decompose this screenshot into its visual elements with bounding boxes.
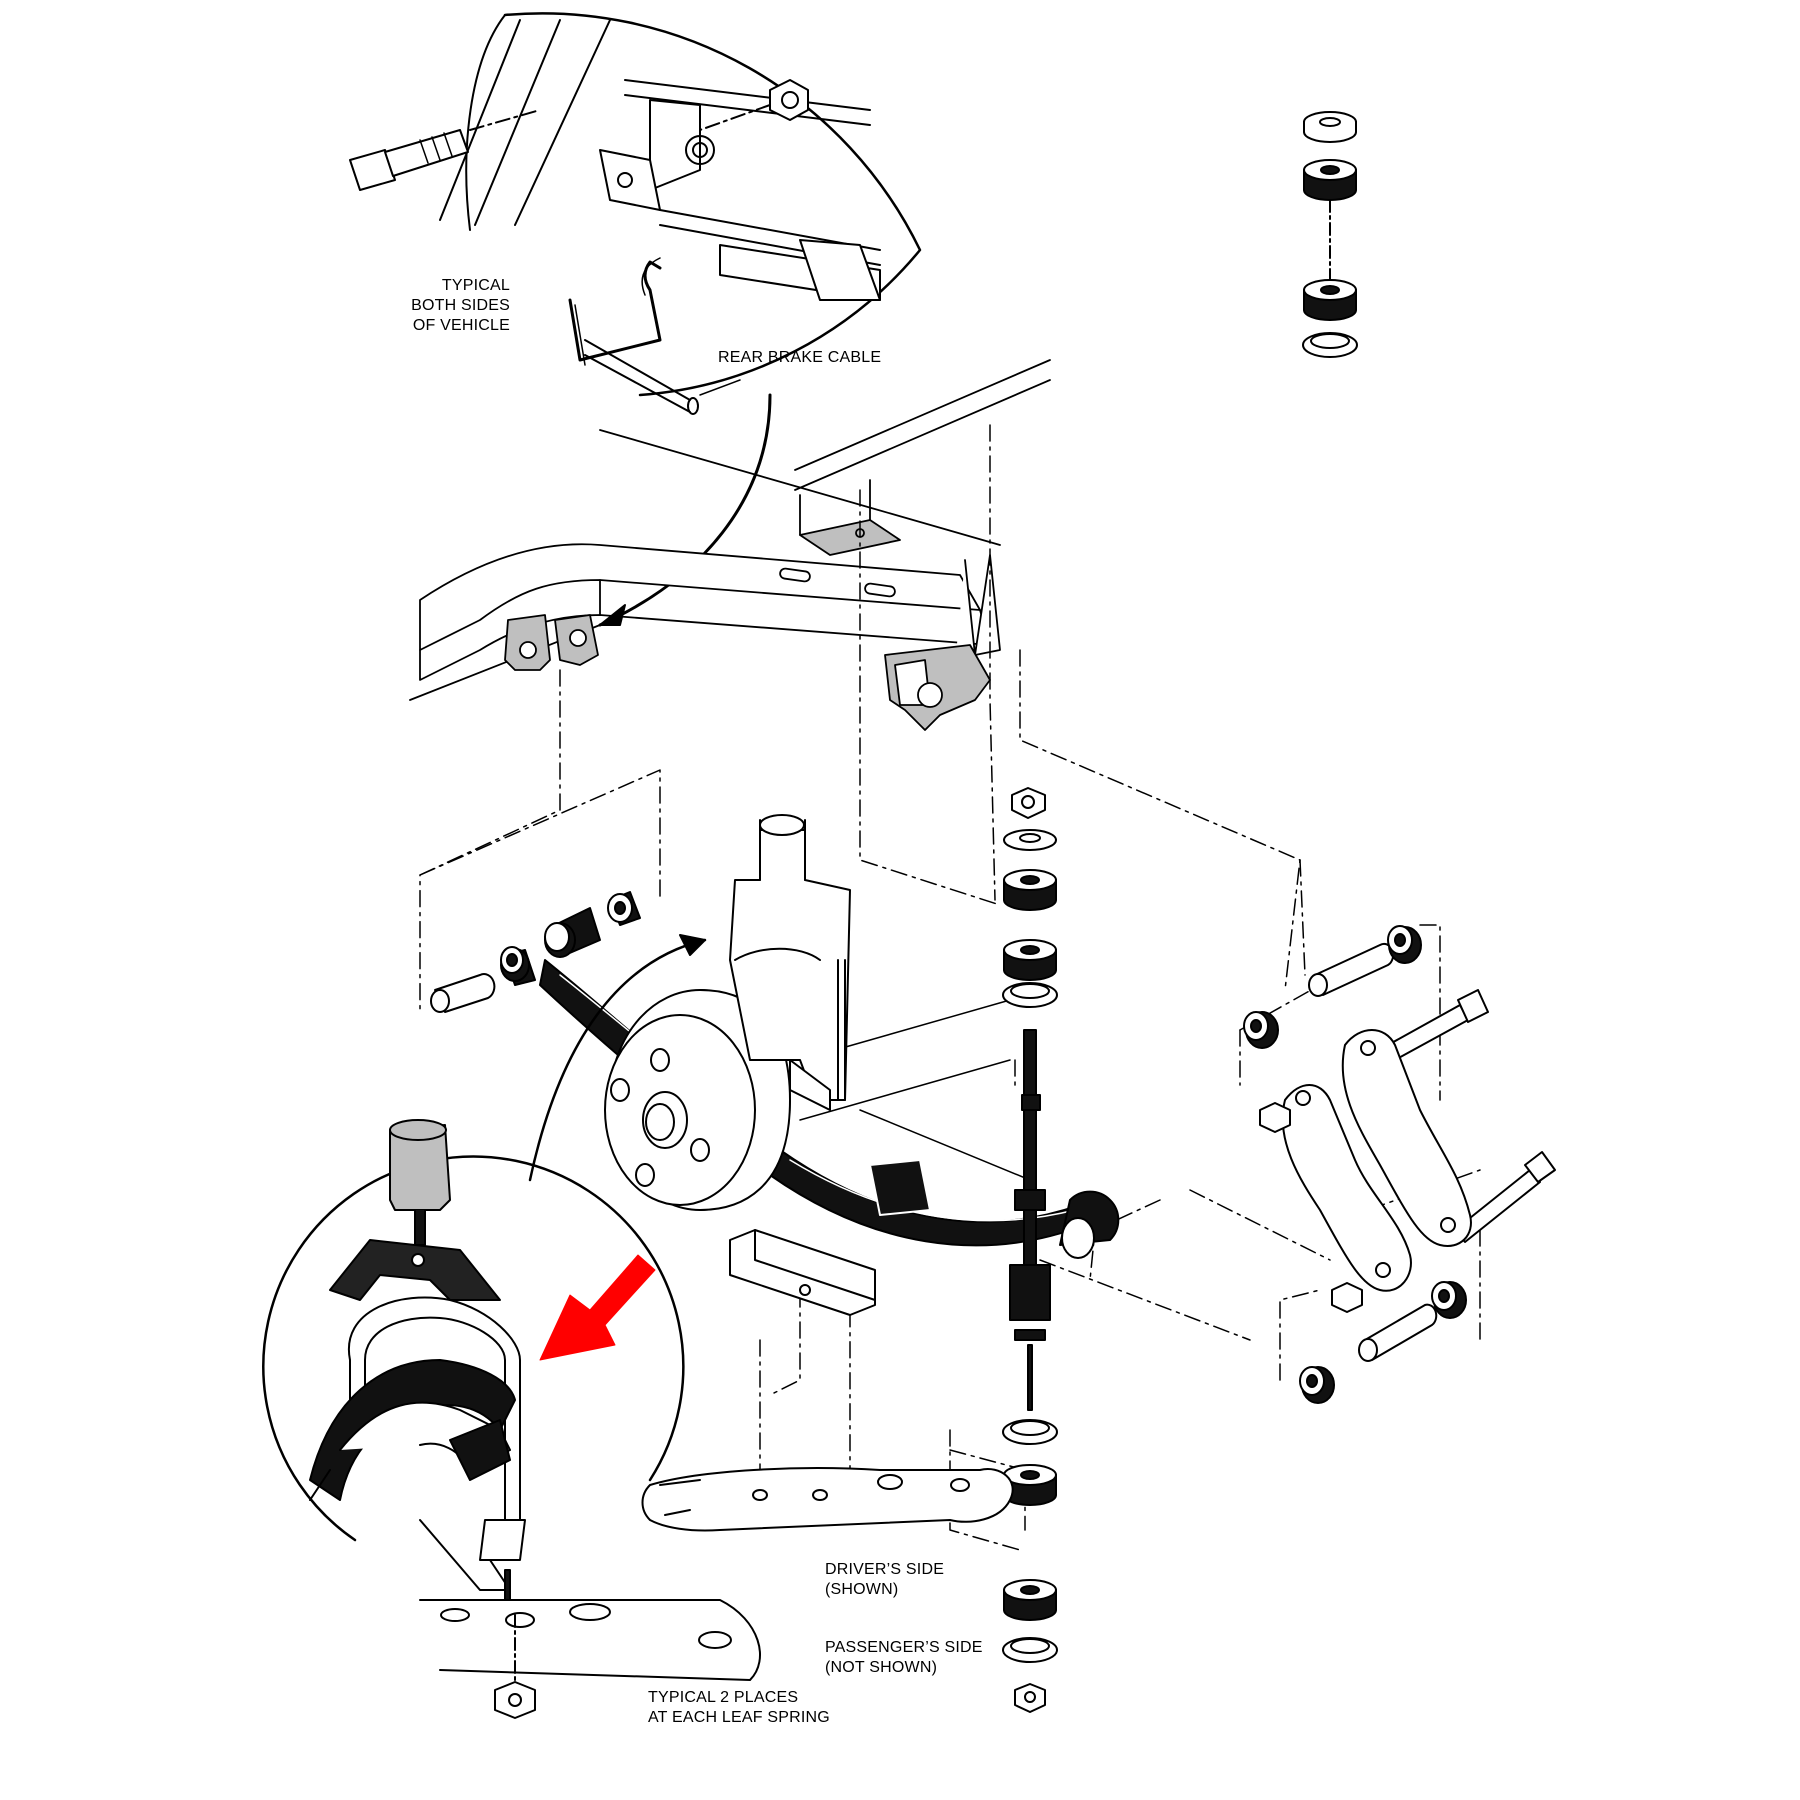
passengers-side-label: PASSENGER’S SIDE (NOT SHOWN) [825, 1639, 983, 1676]
axle-hub-assembly [604, 814, 1031, 1211]
brake-cable-detail-callout [349, 12, 922, 415]
cable-clip-icon [568, 257, 662, 366]
vehicle-frame [409, 359, 1051, 731]
typical-2-places-label: TYPICAL 2 PLACES AT EACH LEAF SPRING [648, 1689, 830, 1726]
red-arrow-icon [539, 1254, 656, 1361]
nut-icon [769, 79, 809, 121]
drivers-side-label: DRIVER’S SIDE (SHOWN) [825, 1561, 945, 1598]
u-bolt-plate-detail-callout [262, 1119, 761, 1719]
front-spring-eye-bushings [430, 891, 641, 1013]
bolt-icon [349, 129, 469, 191]
spring-plates [641, 1229, 1014, 1532]
shackle-bushing-stack [1302, 111, 1358, 358]
rear-brake-cable-label: REAR BRAKE CABLE [718, 349, 882, 366]
rear-shackle-assembly [1243, 925, 1556, 1404]
typical-both-sides-label: TYPICAL BOTH SIDES OF VEHICLE [411, 277, 510, 334]
center-bolt-stack [1002, 787, 1058, 1713]
